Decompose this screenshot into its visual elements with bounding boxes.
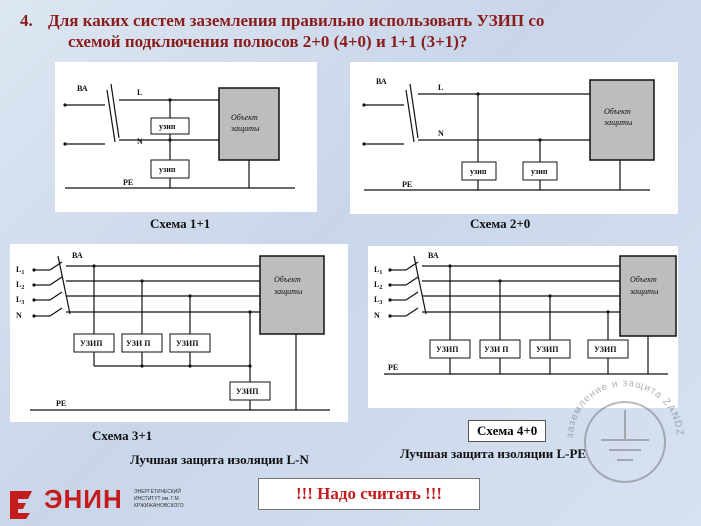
alert-banner: !!! Надо считать !!!	[258, 478, 480, 510]
enin-logo: ЭНИН ЭНЕРГЕТИЧЕСКИЙ ИНСТИТУТ им. Г.М. КР…	[6, 483, 206, 523]
scheme-2-0-diagram: ВА L N PE узип узип Объект защиты	[362, 77, 655, 191]
n-label: N	[438, 129, 444, 138]
pe-label: PE	[388, 363, 398, 372]
scheme-3-1-panel: L1 L2 L3 N ВА PE УЗИП УЗИ П УЗИП УЗИП Об…	[10, 244, 348, 422]
scheme-2-0-caption: Схема 2+0	[470, 216, 531, 231]
object-label: защиты	[603, 118, 633, 127]
uzip-label: УЗИП	[536, 345, 559, 354]
logo-mark-icon	[10, 491, 32, 519]
l2-label: L2	[16, 280, 24, 291]
uzip-label: узип	[159, 122, 176, 131]
l1-label: L1	[16, 265, 24, 276]
l-label: L	[137, 88, 142, 97]
question-line-2: схемой подключения полюсов 2+0 (4+0) и 1…	[68, 32, 468, 51]
l2-label: L2	[374, 280, 382, 291]
uzip-label: УЗИП	[594, 345, 617, 354]
scheme-1-1-diagram: ВА L N PE узип узип Объект защиты	[63, 83, 295, 189]
logo-subtitle: ЭНЕРГЕТИЧЕСКИЙ ИНСТИТУТ им. Г.М. КРЖИЖАН…	[134, 489, 184, 509]
object-label: защиты	[629, 287, 659, 296]
question-title: 4. Для каких систем заземления правильно …	[20, 10, 680, 52]
uzip-label: УЗИП	[80, 339, 103, 348]
n-label: N	[374, 311, 380, 320]
question-line-1: Для каких систем заземления правильно ис…	[48, 11, 545, 30]
svg-text:заземление и защита ZANDZ.RU: заземление и защита ZANDZ.RU	[555, 360, 685, 438]
scheme-2-0-panel: ВА L N PE узип узип Объект защиты	[350, 62, 678, 214]
uzip-label: УЗИ П	[126, 339, 151, 348]
pe-label: PE	[56, 399, 66, 408]
uzip-label: УЗИП	[236, 387, 259, 396]
ground-symbol-icon: заземление и защита ZANDZ.RU	[551, 352, 685, 483]
ba-label: ВА	[428, 251, 439, 260]
object-label: защиты	[273, 287, 303, 296]
uzip-label: узип	[531, 167, 548, 176]
object-label: Объект	[604, 107, 631, 116]
object-label: Объект	[231, 113, 258, 122]
scheme-1-1-caption: Схема 1+1	[150, 216, 211, 231]
uzip-label: УЗИ П	[484, 345, 509, 354]
object-label: Объект	[630, 275, 657, 284]
l-label: L	[438, 83, 443, 92]
object-label: Объект	[274, 275, 301, 284]
l1-label: L1	[374, 265, 382, 276]
l3-label: L3	[16, 295, 24, 306]
uzip-label: УЗИП	[176, 339, 199, 348]
scheme-3-1-caption: Схема 3+1	[92, 428, 153, 443]
scheme-1-1-panel: ВА L N PE узип узип Объект защиты	[55, 62, 317, 212]
object-label: защиты	[230, 124, 260, 133]
n-label: N	[137, 137, 143, 146]
scheme-4-0-diagram: L1 L2 L3 N ВА PE УЗИП УЗИ П УЗИП УЗИП Об…	[374, 251, 677, 375]
question-number: 4.	[20, 11, 33, 30]
scheme-3-1-diagram: L1 L2 L3 N ВА PE УЗИП УЗИ П УЗИП УЗИП Об…	[16, 251, 330, 411]
n-label: N	[16, 311, 22, 320]
l3-label: L3	[374, 295, 382, 306]
pe-label: PE	[402, 180, 412, 189]
watermark: заземление и защита ZANDZ.RU	[551, 352, 695, 520]
ba-label: ВА	[376, 77, 387, 86]
ba-label: ВА	[77, 84, 88, 93]
pe-label: PE	[123, 178, 133, 187]
scheme-4-0-panel: L1 L2 L3 N ВА PE УЗИП УЗИ П УЗИП УЗИП Об…	[368, 246, 678, 408]
scheme-3-1-note: Лучшая защита изоляции L-N	[130, 452, 309, 467]
uzip-label: узип	[470, 167, 487, 176]
logo-name: ЭНИН	[44, 484, 123, 514]
scheme-4-0-caption: Схема 4+0	[468, 420, 547, 442]
scheme-4-0-note: Лучшая защита изоляции L-PE	[400, 446, 587, 461]
uzip-label: УЗИП	[436, 345, 459, 354]
ba-label: ВА	[72, 251, 83, 260]
uzip-label: узип	[159, 165, 176, 174]
